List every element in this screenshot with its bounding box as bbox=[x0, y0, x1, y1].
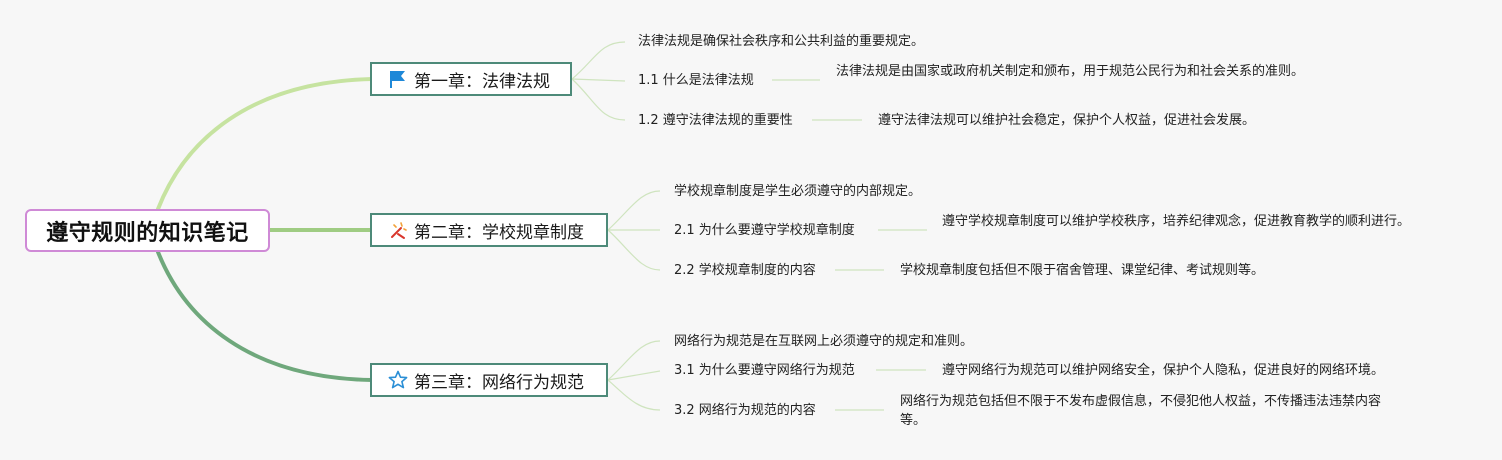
fireworks-icon bbox=[388, 220, 408, 240]
branch-line-chapter-3 bbox=[156, 250, 374, 382]
flag-icon bbox=[388, 69, 408, 89]
fan-line-1-s2 bbox=[571, 78, 626, 121]
section-1-2-detail: 遵守法律法规可以维护社会稳定，保护个人权益，促进社会发展。 bbox=[878, 113, 1256, 128]
chapter-2-node[interactable]: 第二章：学校规章制度 bbox=[370, 213, 608, 247]
fan-line-3-s1 bbox=[607, 370, 661, 381]
fan-line-2-s2 bbox=[607, 229, 661, 271]
fan-line-3-s2 bbox=[607, 379, 661, 411]
section-1-1-label: 1.1 什么是法律法规 bbox=[638, 73, 754, 88]
section-2-1-label: 2.1 为什么要遵守学校规章制度 bbox=[674, 223, 855, 238]
chapter-3-node[interactable]: 第三章：网络行为规范 bbox=[370, 363, 608, 397]
section-2-2-detail: 学校规章制度包括但不限于宿舍管理、课堂纪律、考试规则等。 bbox=[900, 263, 1265, 278]
fan-line-1-summary bbox=[571, 41, 626, 80]
chapter-2-title: 第二章：学校规章制度 bbox=[414, 222, 584, 243]
star-outline-icon bbox=[388, 370, 408, 390]
section-2-2-label: 2.2 学校规章制度的内容 bbox=[674, 263, 816, 278]
section-1-1-detail: 法律法规是由国家或政府机关制定和颁布，用于规范公民行为和社会关系的准则。 bbox=[836, 64, 1305, 79]
section-3-2-detail: 网络行为规范包括但不限于不发布虚假信息，不侵犯他人权益，不传播违法违禁内容等。 bbox=[900, 394, 1382, 428]
chapter-2-summary: 学校规章制度是学生必须遵守的内部规定。 bbox=[674, 184, 922, 199]
root-topic-label: 遵守规则的知识笔记 bbox=[46, 220, 249, 246]
fan-line-3-summary bbox=[607, 340, 661, 381]
section-2-1-detail: 遵守学校规章制度可以维护学校秩序，培养纪律观念，促进教育教学的顺利进行。 bbox=[942, 214, 1411, 229]
branch-line-chapter-1 bbox=[156, 77, 374, 211]
chapter-3-title: 第三章：网络行为规范 bbox=[414, 372, 584, 393]
chapter-3-summary: 网络行为规范是在互联网上必须遵守的规定和准则。 bbox=[674, 334, 974, 349]
root-topic[interactable]: 遵守规则的知识笔记 bbox=[25, 209, 270, 252]
chapter-1-node[interactable]: 第一章：法律法规 bbox=[370, 62, 572, 96]
chapter-1-summary: 法律法规是确保社会秩序和公共利益的重要规定。 bbox=[638, 34, 925, 49]
section-3-1-label: 3.1 为什么要遵守网络行为规范 bbox=[674, 363, 855, 378]
section-3-2-label: 3.2 网络行为规范的内容 bbox=[674, 403, 816, 418]
fan-line-1-s1 bbox=[571, 78, 626, 82]
fan-line-2-summary bbox=[607, 190, 661, 231]
section-3-1-detail: 遵守网络行为规范可以维护网络安全，保护个人隐私，促进良好的网络环境。 bbox=[942, 363, 1385, 378]
chapter-1-title: 第一章：法律法规 bbox=[414, 71, 550, 92]
section-1-2-label: 1.2 遵守法律法规的重要性 bbox=[638, 113, 793, 128]
